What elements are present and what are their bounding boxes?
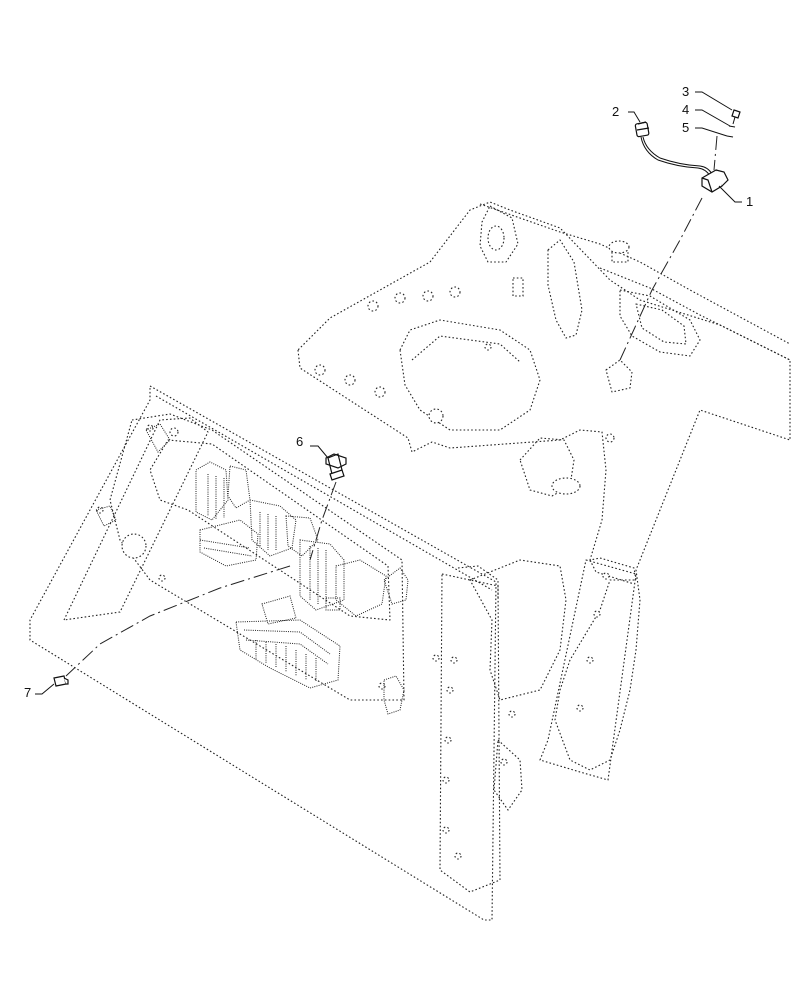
fitting-part: [325, 453, 347, 481]
callout-3-label: 3: [682, 84, 689, 99]
cable-assembly: [634, 121, 717, 182]
callout-1: 1: [718, 185, 753, 209]
bracket-part: [701, 169, 729, 193]
callout-2-label: 2: [612, 104, 619, 119]
callout-6: 6: [296, 434, 329, 459]
callout-1-label: 1: [746, 194, 753, 209]
callout-7-label: 7: [24, 685, 31, 700]
callout-6-label: 6: [296, 434, 303, 449]
fastener-stack: [726, 109, 741, 138]
callout-5: 5: [682, 120, 728, 137]
centerlines: [65, 135, 718, 677]
console-mechanism: [95, 423, 409, 715]
callout-2: 2: [612, 104, 641, 123]
callout-4-label: 4: [682, 102, 689, 117]
callout-7: 7: [24, 683, 55, 700]
plug-part: [53, 675, 69, 687]
front-plate: [29, 385, 501, 921]
callout-3: 3: [682, 84, 733, 111]
callout-5-label: 5: [682, 120, 689, 135]
callout-4: 4: [682, 102, 731, 127]
main-frame: [297, 201, 791, 811]
